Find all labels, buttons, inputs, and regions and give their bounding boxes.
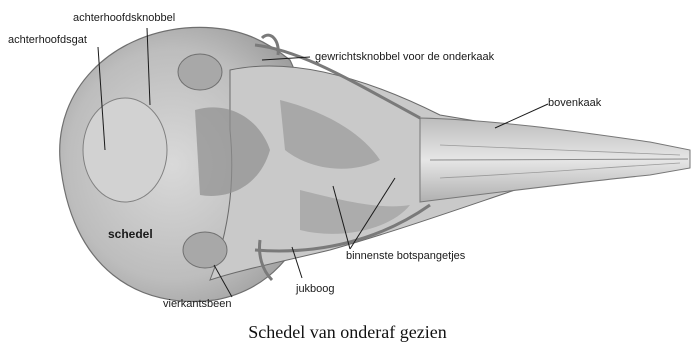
foramen-magnum (83, 98, 167, 202)
label-achterhoofdsgat: achterhoofdsgat (8, 34, 87, 46)
label-vierkantsbeen: vierkantsbeen (163, 298, 232, 310)
label-bovenkaak: bovenkaak (548, 97, 601, 109)
figure-caption: Schedel van onderaf gezien (0, 322, 695, 343)
label-achterhoofdsknobbel: achterhoofdsknobbel (73, 12, 175, 24)
occipital-condyle-lower (183, 232, 227, 268)
label-schedel: schedel (108, 228, 153, 240)
occipital-condyle-upper (178, 54, 222, 90)
pointer-bovenkaak (495, 104, 548, 128)
label-gewrichtsknobbel: gewrichtsknobbel voor de onderkaak (315, 51, 494, 63)
label-jukboog: jukboog (296, 283, 335, 295)
skull-illustration (0, 0, 695, 320)
label-binnenste-botspangetjes: binnenste botspangetjes (346, 250, 465, 262)
